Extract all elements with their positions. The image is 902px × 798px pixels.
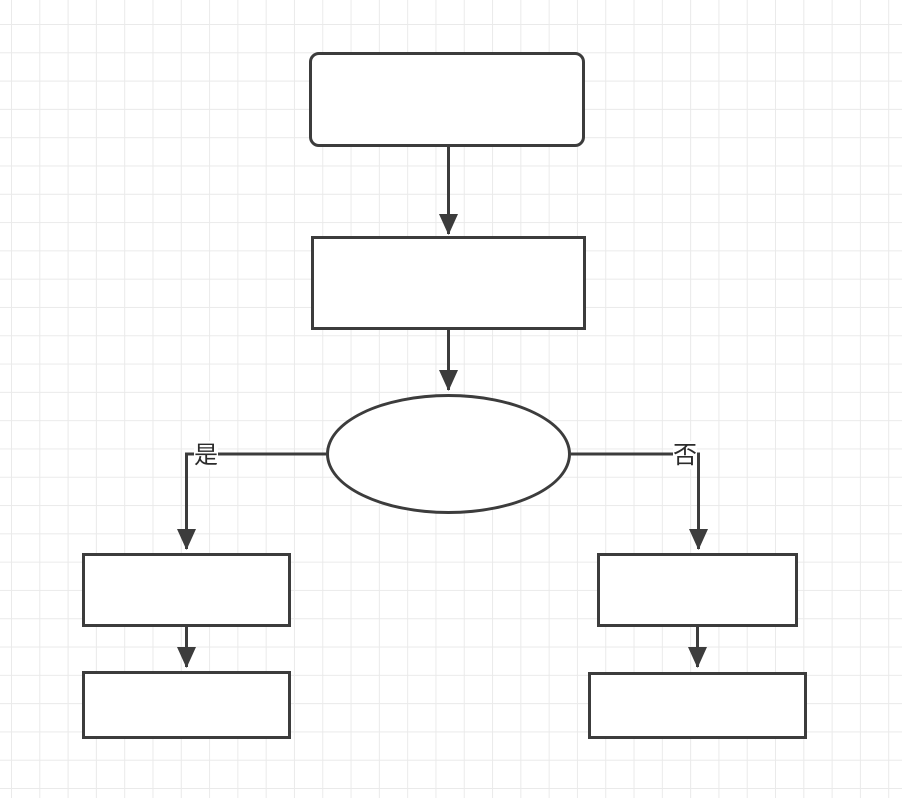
node-no-branch-step[interactable] xyxy=(597,553,798,627)
edge-decision-to-yes-step[interactable] xyxy=(177,452,327,550)
edge-decision-to-no-step[interactable] xyxy=(571,452,708,550)
node-yes-branch-step[interactable] xyxy=(82,553,291,627)
node-no-branch-end[interactable] xyxy=(588,672,807,739)
edge-label-no[interactable]: 否 xyxy=(673,441,697,469)
node-start-rounded-rectangle[interactable] xyxy=(309,52,585,147)
node-yes-branch-end[interactable] xyxy=(82,671,291,739)
node-process-rectangle[interactable] xyxy=(311,236,586,330)
node-decision-ellipse[interactable] xyxy=(326,394,571,514)
edge-label-yes[interactable]: 是 xyxy=(194,441,218,469)
